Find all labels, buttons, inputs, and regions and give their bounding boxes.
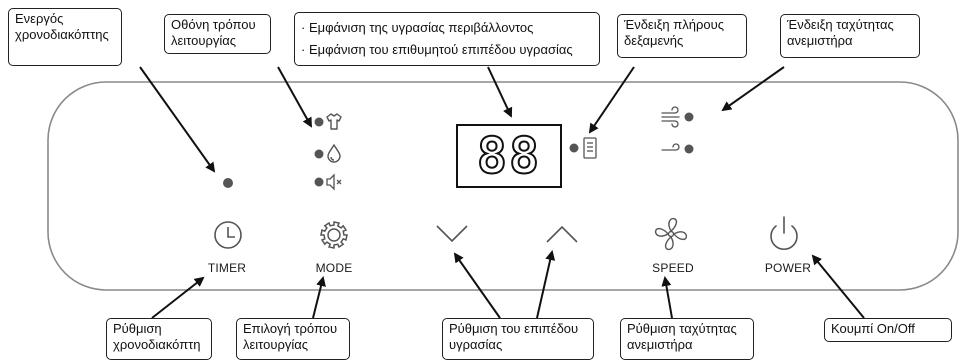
- fan-speed-high-indicator: [661, 106, 694, 128]
- water-tank-icon: [583, 137, 597, 159]
- callout-line: Εμφάνιση της υγρασίας περιβάλλοντος: [301, 17, 593, 39]
- speaker-mute-icon: [326, 173, 342, 191]
- timer-active-dot: [223, 178, 233, 188]
- wind-high-icon: [661, 106, 680, 128]
- callout-timer-active: Ενεργός χρονοδιακόπτης: [8, 8, 122, 66]
- callout-line: Ρύθμιση ταχύτητας: [627, 321, 737, 336]
- callout-tank-full: Ένδειξη πλήρους δεξαμενής: [617, 14, 747, 58]
- callout-line: λειτουργίας: [243, 337, 309, 352]
- callout-mode-display: Οθόνη τρόπου λειτουργίας: [164, 14, 271, 54]
- callout-line: ανεμιστήρα: [627, 337, 693, 352]
- callout-line: λειτουργίας: [171, 33, 237, 48]
- arrow-tank-full: [588, 66, 635, 134]
- arrow-fan-speed-setting: [661, 276, 673, 319]
- callout-power-button: Κουμπί On/Off: [824, 318, 952, 342]
- timer-button-label[interactable]: TIMER: [207, 261, 247, 275]
- mode-indicator-dehumidify: [314, 143, 341, 163]
- arrow-timer-setting: [151, 276, 205, 319]
- wind-low-icon: [661, 143, 680, 151]
- callout-line: Εμφάνιση του επιθυμητού επιπέδου υγρασία…: [301, 39, 593, 61]
- shirt-icon: [326, 113, 342, 130]
- fan-icon[interactable]: [654, 217, 688, 251]
- humidity-display: 88: [456, 124, 562, 188]
- humidity-down-icon[interactable]: [436, 225, 468, 243]
- callout-line: Ρύθμιση: [113, 321, 162, 336]
- callout-mode-select: Επιλογή τρόπου λειτουργίας: [236, 318, 350, 360]
- callout-line: Κουμπί On/Off: [831, 321, 915, 336]
- power-icon[interactable]: [770, 216, 798, 251]
- callout-fan-speed-setting: Ρύθμιση ταχύτητας ανεμιστήρα: [620, 318, 754, 360]
- connector-arrows: [139, 66, 865, 319]
- fan-speed-low-indicator: [661, 143, 694, 154]
- callout-line: Ρύθμιση του επιπέδου: [449, 321, 579, 336]
- humidity-up-icon[interactable]: [546, 225, 578, 243]
- callout-line: δεξαμενής: [624, 33, 684, 48]
- callout-timer-setting: Ρύθμιση χρονοδιακόπτη: [106, 318, 212, 360]
- clock-icon[interactable]: [214, 221, 242, 249]
- arrow-humidity-display: [487, 66, 513, 118]
- arrow-timer-active: [139, 66, 216, 173]
- callout-line: ανεμιστήρα: [787, 33, 853, 48]
- arrow-humidity-down: [453, 252, 501, 319]
- callout-line: Οθόνη τρόπου: [171, 17, 256, 32]
- callout-line: Ένδειξη πλήρους: [624, 17, 724, 32]
- arrow-mode-select: [312, 276, 326, 319]
- callout-fan-speed-indicator: Ένδειξη ταχύτητας ανεμιστήρα: [780, 14, 920, 58]
- callout-line: χρονοδιακόπτη: [113, 337, 201, 352]
- callout-line: Επιλογή τρόπου: [243, 321, 338, 336]
- speed-button-label[interactable]: SPEED: [652, 261, 694, 275]
- callout-line: Ένδειξη ταχύτητας: [787, 17, 894, 32]
- callout-humidity-setting: Ρύθμιση του επιπέδου υγρασίας: [442, 318, 594, 360]
- display-digits: 88: [476, 126, 542, 186]
- water-drop-icon: [327, 143, 341, 163]
- panel-outline: [47, 81, 959, 291]
- arrow-fan-speed-indicator: [721, 66, 785, 112]
- callout-humidity-display: Εμφάνιση της υγρασίας περιβάλλοντος Εμφά…: [294, 12, 600, 66]
- mode-button-label[interactable]: MODE: [315, 261, 353, 275]
- arrow-mode-display: [277, 66, 312, 128]
- power-button-label[interactable]: POWER: [764, 261, 812, 275]
- callout-line: Ενεργός: [15, 11, 64, 26]
- gear-icon[interactable]: [320, 221, 348, 249]
- mode-indicator-silent: [314, 173, 342, 191]
- callout-line: χρονοδιακόπτης: [15, 27, 109, 42]
- arrow-humidity-up: [536, 250, 556, 319]
- callout-line: υγρασίας: [449, 337, 503, 352]
- arrow-power: [811, 254, 865, 319]
- mode-indicator-dry: [314, 113, 342, 130]
- tank-full-indicator: [569, 137, 597, 159]
